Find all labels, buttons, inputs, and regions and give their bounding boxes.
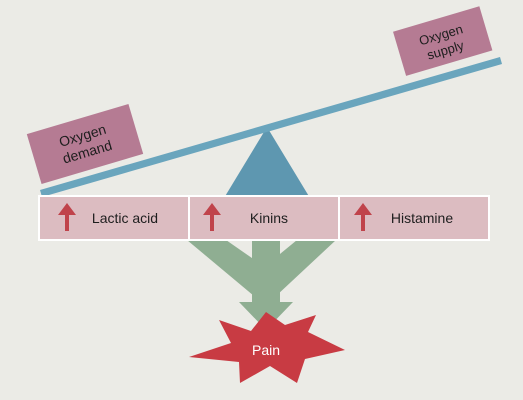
factor-label: Histamine	[391, 210, 453, 226]
oxygen-supply-box: Oxygen supply	[393, 6, 493, 76]
balance-beam	[40, 57, 502, 197]
factor-cell-histamine: Histamine	[338, 195, 490, 241]
funnel-left-branch	[187, 240, 272, 296]
funnel-stem	[252, 270, 280, 304]
fulcrum-triangle	[224, 127, 310, 198]
factor-label: Kinins	[250, 210, 288, 226]
pain-label: Pain	[252, 342, 280, 358]
pain-burst: Pain	[189, 312, 345, 383]
factor-cell-lactic-acid: Lactic acid	[38, 195, 190, 241]
factor-bar: Lactic acid Kinins Histamine	[38, 195, 490, 241]
factor-cell-kinins: Kinins	[188, 195, 340, 241]
arrow-up-icon	[354, 203, 372, 231]
arrow-up-icon	[58, 203, 76, 231]
burst-shape	[189, 312, 345, 383]
arrow-up-icon	[203, 203, 221, 231]
converging-arrow	[187, 240, 336, 330]
oxygen-demand-box: Oxygen demand	[26, 104, 144, 184]
factor-label: Lactic acid	[92, 210, 158, 226]
